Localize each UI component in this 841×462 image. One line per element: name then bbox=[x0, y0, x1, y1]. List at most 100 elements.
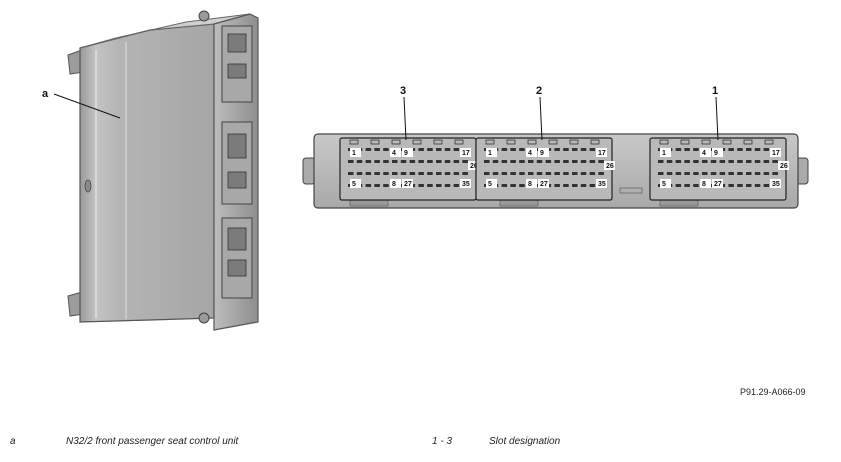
pin-contact bbox=[763, 148, 770, 151]
pin-contact bbox=[436, 184, 442, 187]
pin-label: 4 bbox=[702, 150, 706, 157]
pin-label-bg bbox=[770, 179, 781, 188]
pin-contact bbox=[409, 172, 416, 175]
pin-contact bbox=[702, 160, 708, 163]
pin-contact bbox=[356, 172, 363, 175]
pin-label: 4 bbox=[528, 150, 532, 157]
keying-notch bbox=[569, 139, 579, 145]
pin-contact bbox=[719, 160, 726, 163]
pin-contact bbox=[746, 148, 752, 151]
pin-contact bbox=[754, 160, 761, 163]
callout-slot-2-leader bbox=[539, 96, 543, 141]
pin-label-bg bbox=[402, 148, 413, 157]
pin-contact bbox=[392, 160, 398, 163]
pin-label-bg bbox=[526, 179, 537, 188]
pin-contact bbox=[710, 172, 717, 175]
pin-label-bg bbox=[468, 161, 479, 170]
pin-label-bg bbox=[350, 179, 361, 188]
pin-label-bg bbox=[538, 148, 549, 157]
pin-label: 9 bbox=[540, 150, 544, 157]
pin-contact bbox=[658, 172, 664, 175]
pin-label-bg bbox=[604, 161, 615, 170]
pin-label: 4 bbox=[392, 150, 396, 157]
pin-contact bbox=[444, 148, 451, 151]
pin-label: 35 bbox=[772, 181, 780, 188]
pin-contact bbox=[746, 184, 752, 187]
pin-contact bbox=[684, 184, 690, 187]
pin-label: 8 bbox=[702, 181, 706, 188]
pin-contact bbox=[728, 172, 734, 175]
housing-front bbox=[79, 23, 215, 323]
pin-contact bbox=[684, 148, 690, 151]
pin-contact bbox=[365, 172, 372, 175]
pin-contact bbox=[675, 172, 682, 175]
pin-contact bbox=[519, 160, 525, 163]
figure-id: P91.29-A066-09 bbox=[740, 387, 806, 397]
pin-label: 8 bbox=[528, 181, 532, 188]
pin-contact bbox=[444, 184, 451, 187]
pin-contact bbox=[453, 148, 460, 151]
pin-contact bbox=[348, 160, 354, 163]
pin-contact bbox=[675, 160, 682, 163]
pin-label: 1 bbox=[662, 150, 666, 157]
pin-contact bbox=[554, 160, 560, 163]
end-knob-left bbox=[302, 157, 316, 185]
keying-notch bbox=[506, 139, 516, 145]
pin-contact bbox=[383, 148, 389, 151]
pin-label: 9 bbox=[714, 150, 718, 157]
pin-label-bg bbox=[712, 179, 723, 188]
legend-key-a: a bbox=[10, 436, 16, 447]
pin-label-bg bbox=[596, 148, 607, 157]
pin-contact bbox=[545, 160, 552, 163]
callout-a-leader bbox=[53, 93, 121, 119]
pin-label-bg bbox=[526, 148, 537, 157]
pin-contact bbox=[528, 172, 534, 175]
pin-contact bbox=[444, 160, 451, 163]
pin-contact bbox=[737, 172, 743, 175]
keying-notch bbox=[590, 139, 600, 145]
pin-label: 5 bbox=[488, 181, 492, 188]
pin-label-bg bbox=[350, 148, 361, 157]
pin-contact bbox=[453, 184, 460, 187]
pin-label: 27 bbox=[404, 181, 412, 188]
pin-contact bbox=[545, 172, 552, 175]
pin-contact bbox=[484, 160, 490, 163]
callout-a: a bbox=[42, 88, 49, 100]
callout-slot-1: 1 bbox=[712, 85, 718, 97]
pin-contact bbox=[772, 172, 778, 175]
pin-contact bbox=[693, 160, 699, 163]
keying-notch bbox=[743, 139, 753, 145]
pin-label: 17 bbox=[772, 150, 780, 157]
pin-contact bbox=[427, 160, 433, 163]
callout-slot-2: 2 bbox=[536, 85, 542, 97]
pin-contact bbox=[563, 148, 569, 151]
keying-notch bbox=[701, 139, 711, 145]
pin-contact bbox=[754, 184, 761, 187]
pin-contact bbox=[675, 148, 682, 151]
pin-contact bbox=[418, 172, 424, 175]
pin-contact bbox=[693, 184, 699, 187]
pin-contact bbox=[409, 160, 416, 163]
pin-label: 26 bbox=[470, 163, 478, 170]
pin-contact bbox=[436, 160, 442, 163]
pin-contact bbox=[554, 172, 560, 175]
pin-contact bbox=[737, 148, 743, 151]
pin-contact bbox=[563, 160, 569, 163]
pin-contact bbox=[754, 172, 761, 175]
pin-contact bbox=[400, 160, 407, 163]
pin-contact bbox=[427, 172, 433, 175]
pin-contact bbox=[356, 160, 363, 163]
pin-label: 35 bbox=[598, 181, 606, 188]
pin-contact bbox=[554, 184, 560, 187]
pin-label-bg bbox=[770, 148, 781, 157]
pin-contact bbox=[501, 160, 508, 163]
pin-contact bbox=[737, 160, 743, 163]
keying-notch bbox=[548, 139, 558, 145]
latch bbox=[84, 179, 92, 193]
keying-notch bbox=[454, 139, 464, 145]
pin-contact bbox=[580, 172, 587, 175]
pin-contact bbox=[374, 184, 380, 187]
